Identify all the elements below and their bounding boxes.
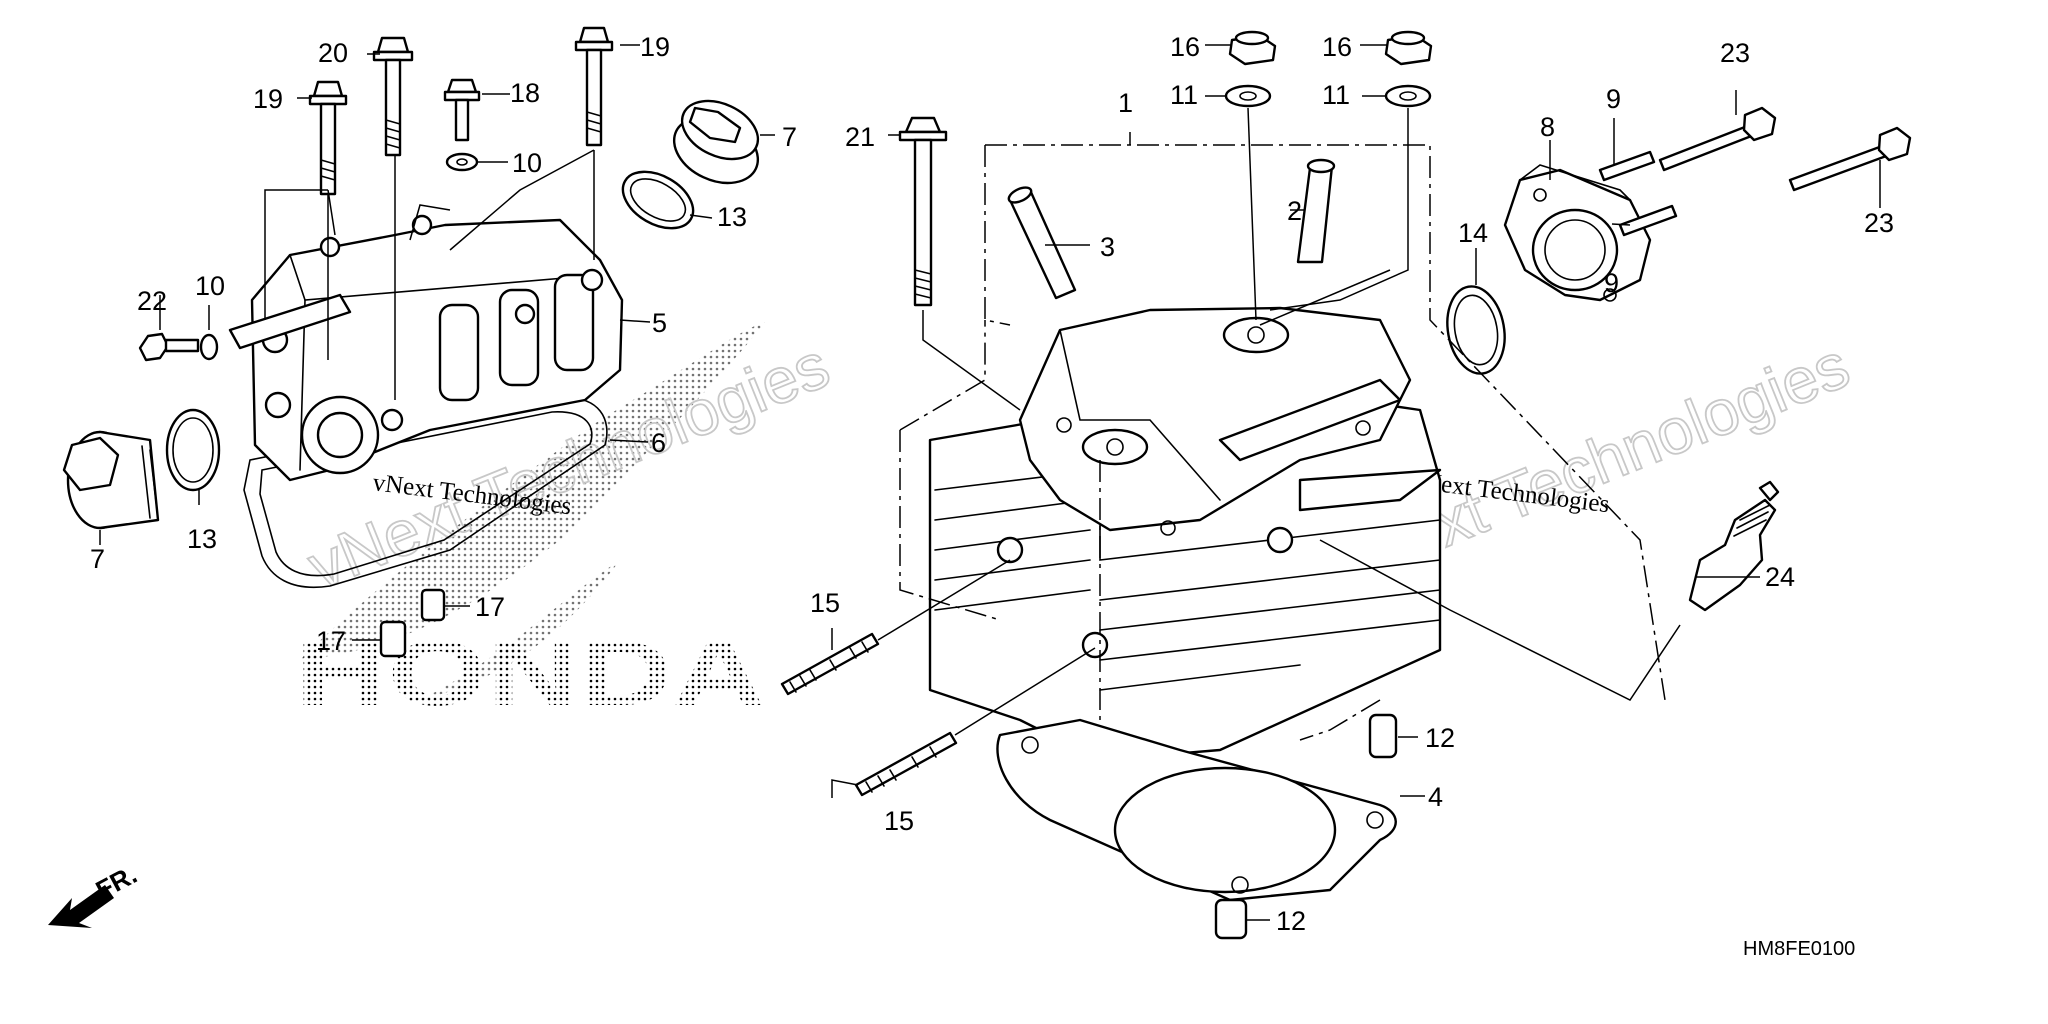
callout-5[interactable]: 5 (652, 308, 667, 338)
bolt-21 (898, 116, 948, 307)
callout-22[interactable]: 22 (137, 286, 167, 316)
dowel-pin-12-upper (1368, 713, 1398, 759)
cap-nut-16-right (1384, 30, 1433, 66)
callout-8[interactable]: 8 (1540, 112, 1555, 142)
right-leader-lines (831, 44, 1881, 921)
callout-13-left[interactable]: 13 (187, 524, 217, 554)
callout-15-upper[interactable]: 15 (810, 588, 840, 618)
callout-13-top[interactable]: 13 (717, 202, 747, 232)
cap-nut-16-left (1228, 30, 1277, 66)
honda-wordmark: HONDA (295, 623, 765, 725)
spark-plug (1688, 480, 1780, 612)
callout-24[interactable]: 24 (1765, 562, 1795, 592)
washer-11-left (1224, 84, 1272, 108)
o-ring-13-left (165, 408, 221, 492)
callout-3[interactable]: 3 (1100, 232, 1115, 262)
callout-12-lower[interactable]: 12 (1276, 906, 1306, 936)
callout-16-right[interactable]: 16 (1322, 32, 1352, 62)
callout-10-top[interactable]: 10 (512, 148, 542, 178)
valve-guide-2 (1296, 158, 1336, 264)
washer-10-top (445, 152, 479, 172)
callout-15-lower[interactable]: 15 (884, 806, 914, 836)
callout-23-lower[interactable]: 23 (1864, 208, 1894, 238)
cylinder-head-cover (228, 214, 624, 482)
cylinder-head (928, 306, 1442, 762)
stud-9-upper (1598, 150, 1656, 182)
oil-filler-plug-top (672, 99, 760, 185)
callout-19-right[interactable]: 19 (640, 32, 670, 62)
washer-10-side (199, 333, 219, 361)
diagram-code: HM8FE0100 (1743, 938, 1855, 960)
callout-4[interactable]: 4 (1428, 782, 1443, 812)
washer-11-right (1384, 84, 1432, 108)
callout-21[interactable]: 21 (845, 122, 875, 152)
dowel-pin-17-b (379, 620, 407, 658)
callout-11-right[interactable]: 11 (1322, 80, 1350, 110)
stud-15-lower (854, 731, 958, 797)
callout-16-left[interactable]: 16 (1170, 32, 1200, 62)
bolt-23-lower (1788, 126, 1912, 192)
callout-11-left[interactable]: 11 (1170, 80, 1198, 110)
callout-9-lower[interactable]: 9 (1604, 268, 1619, 298)
dowel-pin-12-lower (1214, 898, 1248, 940)
dowel-pin-17-a (420, 588, 446, 622)
intake-insulator (1503, 164, 1652, 302)
callout-12-upper[interactable]: 12 (1425, 723, 1455, 753)
stud-9-lower (1618, 204, 1678, 237)
callout-17-right[interactable]: 17 (475, 592, 505, 622)
callout-19-left[interactable]: 19 (253, 84, 283, 114)
callout-1[interactable]: 1 (1118, 88, 1133, 118)
o-ring-13-top (621, 170, 695, 230)
callout-7-left[interactable]: 7 (90, 544, 105, 574)
cylinder-head-gasket (996, 718, 1397, 902)
callout-7-top[interactable]: 7 (782, 122, 797, 152)
callout-17-left[interactable]: 17 (316, 626, 346, 656)
left-leader-lines (99, 44, 775, 641)
bolt-18 (443, 78, 481, 142)
callout-14[interactable]: 14 (1458, 218, 1488, 248)
bolt-23-upper (1658, 106, 1777, 172)
callout-23-upper[interactable]: 23 (1720, 38, 1750, 68)
callout-20[interactable]: 20 (318, 38, 348, 68)
callout-6[interactable]: 6 (651, 428, 666, 458)
bolt-19-right (574, 26, 614, 147)
honda-wing-logo (300, 322, 765, 700)
bolt-19-left (308, 80, 348, 196)
callout-10-side[interactable]: 10 (195, 271, 225, 301)
callout-9-upper[interactable]: 9 (1606, 84, 1621, 114)
front-direction-marker: FR. (48, 859, 142, 928)
bolt-22 (138, 332, 200, 362)
stud-15-upper (780, 632, 880, 696)
oil-filler-plug-left (62, 430, 160, 530)
head-cover-gasket (243, 397, 608, 588)
bolt-20 (372, 36, 414, 157)
part-callouts: 20 19 18 10 19 7 13 5 6 22 10 7 13 17 17… (90, 32, 1894, 936)
callout-18[interactable]: 18 (510, 78, 540, 108)
valve-guide-3 (1007, 186, 1077, 300)
callout-2[interactable]: 2 (1287, 196, 1302, 226)
